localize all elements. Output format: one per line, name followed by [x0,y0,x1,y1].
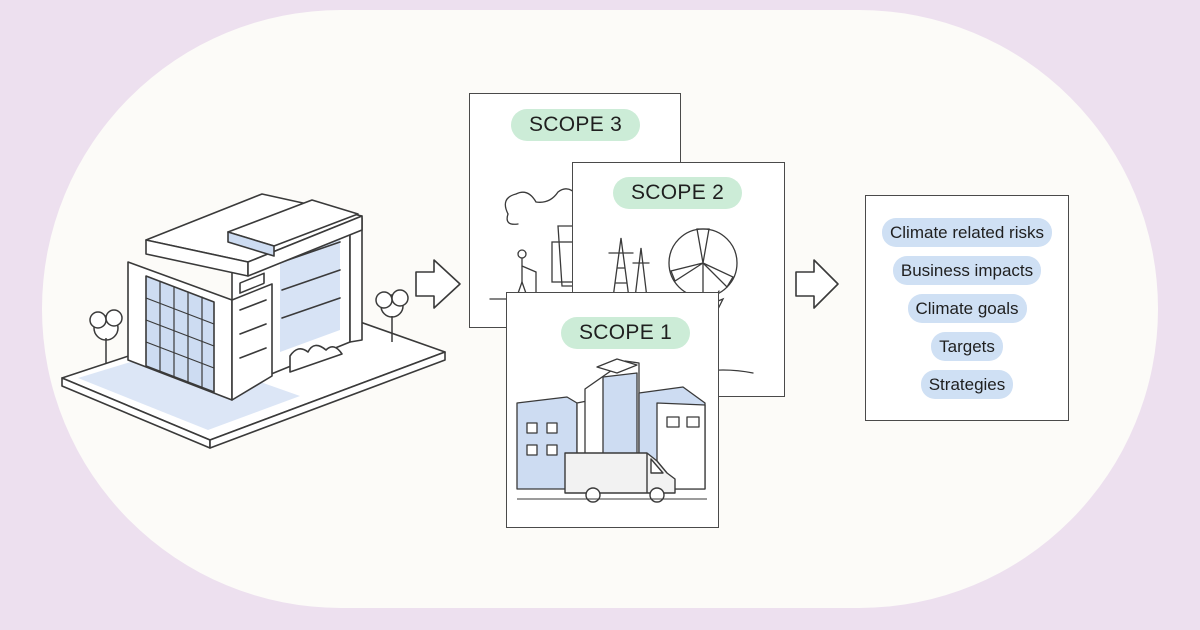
power-pylon-icon [608,237,634,299]
scope1-label: SCOPE 1 [561,317,691,349]
outcome-pill: Strategies [920,370,1014,399]
outcomes-box: Climate related risks Business impacts C… [865,195,1069,421]
outcomes-list: Climate related risks Business impacts C… [866,196,1068,399]
outcome-pill: Climate goals [907,294,1027,323]
delivery-van-icon [564,452,676,503]
outcome-pill: Climate related risks [882,218,1052,247]
scope3-label: SCOPE 3 [511,109,641,141]
outcome-pill: Business impacts [892,256,1042,285]
scope1-card: SCOPE 1 [506,292,719,528]
scope2-label: SCOPE 2 [613,177,743,209]
outcome-pill: Targets [931,332,1003,361]
city-buildings-illustration [516,358,707,503]
